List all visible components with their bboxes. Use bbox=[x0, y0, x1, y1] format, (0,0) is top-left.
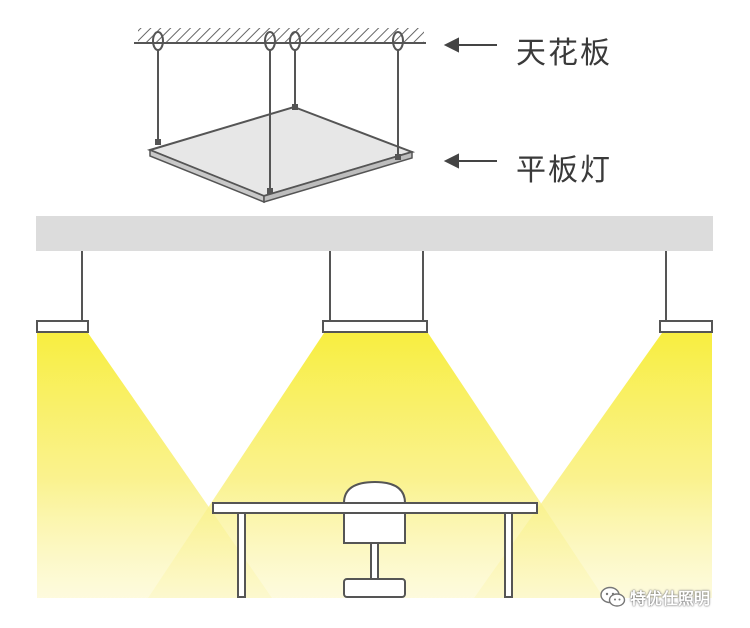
light-beam-center bbox=[148, 333, 604, 598]
desk-leg-left bbox=[237, 512, 246, 598]
desk-leg-right bbox=[504, 512, 513, 598]
watermark-text: 特优仕照明 bbox=[630, 589, 711, 608]
wechat-icon bbox=[600, 586, 626, 607]
panel-light-face bbox=[146, 105, 416, 198]
panel-light-right bbox=[659, 320, 713, 333]
chair-back-bottom bbox=[343, 512, 406, 544]
ceiling-label: 天花板 bbox=[516, 36, 612, 71]
room-section bbox=[36, 216, 713, 598]
panel-light-left bbox=[36, 320, 89, 333]
watermark: 特优仕照明 bbox=[600, 586, 710, 608]
panel-lights-side bbox=[36, 320, 713, 333]
chair-post bbox=[370, 542, 379, 580]
panel-light-label: 平板灯 bbox=[516, 153, 612, 188]
light-beam-right bbox=[474, 333, 712, 598]
chair bbox=[342, 480, 407, 598]
ceiling-slab bbox=[36, 216, 713, 251]
arrow-left-icon bbox=[443, 153, 497, 169]
suspension-wires bbox=[157, 50, 399, 190]
chair-base bbox=[343, 578, 406, 598]
top-illustration bbox=[134, 28, 497, 204]
light-beams bbox=[37, 333, 712, 598]
ceiling-hatch bbox=[138, 28, 424, 42]
arrow-left-icon bbox=[443, 37, 497, 53]
chair-back-top bbox=[342, 480, 407, 504]
desk-top bbox=[212, 502, 538, 514]
panel-light-center bbox=[322, 320, 428, 333]
wire-clips bbox=[155, 104, 401, 194]
panel-light-edge-right bbox=[263, 150, 413, 204]
room-suspension-rods bbox=[81, 251, 667, 321]
